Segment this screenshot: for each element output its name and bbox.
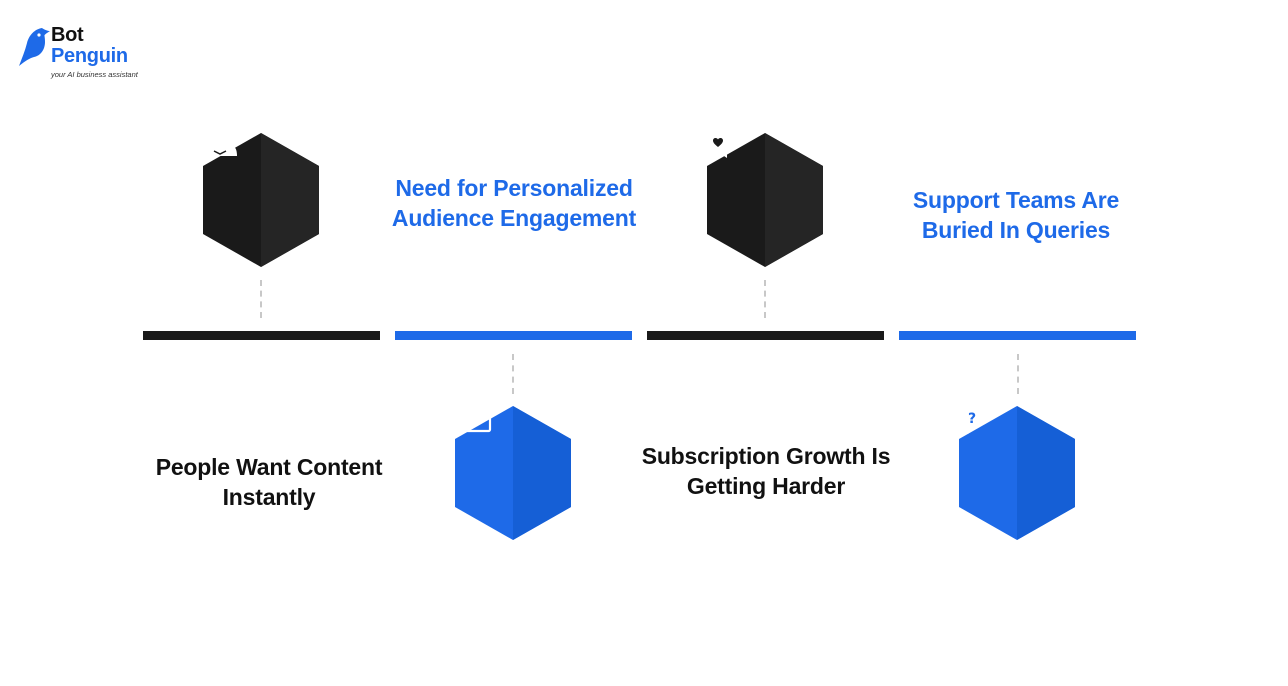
- brand-name-line2: Penguin: [51, 45, 128, 67]
- timeline-segment-4: [899, 331, 1136, 340]
- hexagon-4: ?: [958, 405, 1076, 541]
- timeline-segment-3: [647, 331, 884, 340]
- label-people-want-content: People Want Content Instantly: [155, 454, 383, 510]
- connector-3: [764, 280, 766, 318]
- hexagon-2: *: [454, 405, 572, 541]
- penguin-logo-icon: [19, 28, 50, 66]
- connector-2: [512, 354, 514, 394]
- svg-text:?: ?: [968, 411, 976, 427]
- profile-card-icon: *: [454, 405, 492, 433]
- brand-logo: Bot Penguin your AI business assistant: [18, 24, 148, 84]
- connector-1: [260, 280, 262, 318]
- timeline-segment-1: [143, 331, 380, 340]
- bookmark-heart-icon: [709, 134, 727, 158]
- question-bubble-icon: ?: [960, 407, 984, 434]
- brand-name-line1: Bot: [51, 24, 84, 46]
- hexagon-3: [706, 132, 824, 268]
- label-subscription-growth: Subscription Growth Is Getting Harder: [641, 443, 891, 499]
- svg-text:*: *: [480, 407, 487, 421]
- label-support-teams: Support Teams Are Buried In Queries: [912, 187, 1120, 243]
- hexagon-1: [202, 132, 320, 268]
- group-users-icon: [203, 132, 237, 156]
- connector-4: [1017, 354, 1019, 394]
- timeline-segment-2: [395, 331, 632, 340]
- brand-tagline: your AI business assistant: [51, 70, 138, 79]
- label-personalized-engagement: Need for Personalized Audience Engagemen…: [391, 175, 637, 231]
